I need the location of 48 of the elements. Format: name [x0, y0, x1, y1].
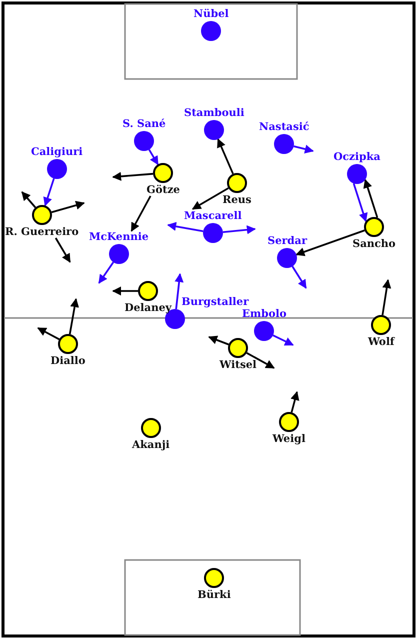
player-name: Akanji: [132, 439, 170, 451]
arrow: [272, 334, 294, 346]
player-name: Embolo: [242, 308, 286, 320]
player-name: Mascarell: [184, 210, 242, 222]
player-name: Götze: [146, 184, 180, 196]
arrow: [363, 178, 378, 218]
player-name: Stambouli: [184, 107, 244, 119]
player-name: R. Guerreiro: [5, 226, 79, 238]
arrow: [98, 262, 114, 284]
player-name: Bürki: [198, 589, 231, 601]
arrow: [296, 230, 365, 256]
player-name: Nübel: [194, 8, 229, 20]
arrow: [192, 187, 229, 210]
player-name: Sancho: [352, 238, 396, 250]
arrow: [21, 191, 36, 208]
arrow: [246, 352, 275, 369]
arrow: [217, 138, 234, 174]
arrow: [112, 286, 138, 296]
arrow: [54, 238, 71, 263]
player-name: Witsel: [220, 359, 257, 371]
arrow: [68, 298, 80, 334]
arrow: [148, 149, 159, 166]
player-name: Caligiuri: [31, 146, 83, 158]
arrow: [130, 196, 152, 232]
arrow: [293, 144, 314, 154]
arrow: [292, 266, 307, 289]
player-name: McKennie: [89, 231, 149, 243]
arrow: [208, 336, 230, 346]
player-name: S. Sané: [122, 118, 166, 130]
player-name: Serdar: [268, 235, 307, 247]
arrow: [174, 273, 184, 310]
arrow: [382, 279, 392, 316]
player-name: Reus: [222, 194, 252, 206]
player-name: Diallo: [50, 355, 86, 367]
arrow: [352, 183, 368, 222]
arrow: [290, 391, 300, 413]
player-name: Nastasić: [259, 121, 310, 133]
player-name: Weigl: [272, 433, 306, 445]
player-name: Delaney: [124, 302, 172, 314]
player-name: Wolf: [368, 336, 394, 348]
arrow: [37, 327, 60, 340]
arrow: [167, 222, 204, 232]
player-name: Burgstaller: [182, 296, 249, 308]
arrow: [222, 225, 256, 234]
arrow: [51, 200, 85, 214]
arrow: [43, 178, 55, 206]
player-name: Oczipka: [334, 151, 380, 163]
arrow: [112, 172, 154, 181]
